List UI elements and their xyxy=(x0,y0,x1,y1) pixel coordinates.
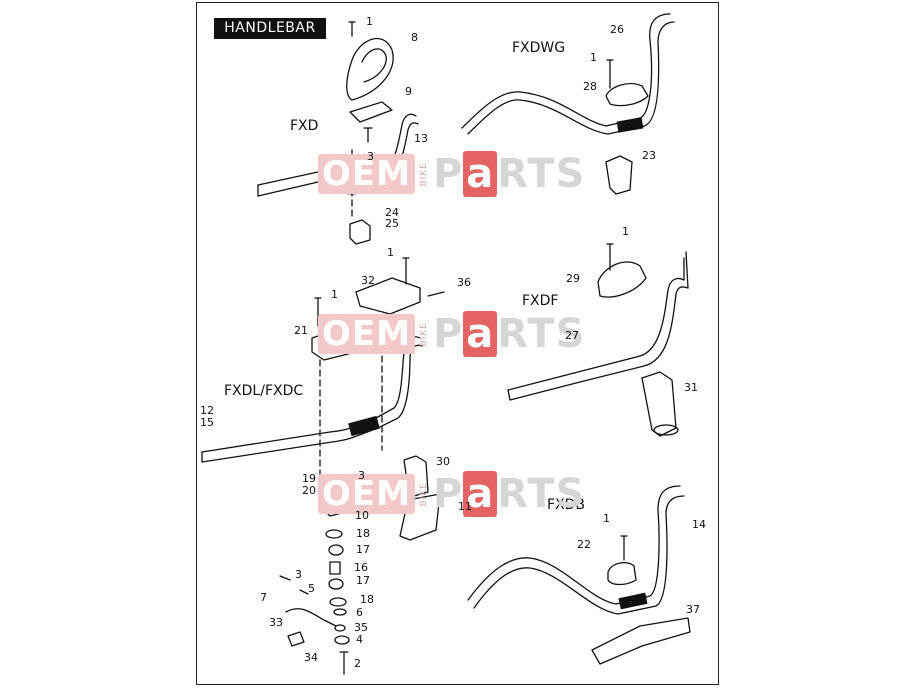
riser xyxy=(349,219,371,245)
knurl-mark xyxy=(348,415,380,437)
fxdwg-handlebar xyxy=(461,13,675,195)
callout: 1 xyxy=(387,246,394,259)
callout: 35 xyxy=(354,621,368,634)
watermark-p: P xyxy=(432,151,464,197)
callout: 34 xyxy=(304,651,318,664)
callout: 37 xyxy=(686,603,700,616)
page-title: HANDLEBAR xyxy=(214,18,326,39)
callout: 1 xyxy=(590,51,597,64)
watermark: OEM BIKE PaRTS xyxy=(318,471,586,517)
callout: 28 xyxy=(583,80,597,93)
watermark-p: P xyxy=(432,311,464,357)
callout: 7 xyxy=(260,591,267,604)
callout: 33 xyxy=(269,616,283,629)
callout: 3 xyxy=(358,469,365,482)
callout: 9 xyxy=(405,85,412,98)
diagram-frame xyxy=(196,2,719,685)
model-label-fxdwg: FXDWG xyxy=(512,40,566,56)
callout: 16 xyxy=(354,561,368,574)
top-clamp xyxy=(607,561,637,586)
top-clamp xyxy=(605,82,649,107)
watermark: OEM BIKE PaRTS xyxy=(318,311,586,357)
callout: 22 xyxy=(577,538,591,551)
callout: 4 xyxy=(356,633,363,646)
watermark-oem: OEM xyxy=(318,314,415,354)
callout: 3 xyxy=(367,150,374,163)
washer xyxy=(329,597,347,607)
callout: 11 xyxy=(458,500,472,513)
callout: 20 xyxy=(302,484,316,497)
callout: 2 xyxy=(354,657,361,670)
callout: 23 xyxy=(642,149,656,162)
watermark-bike: BIKE xyxy=(418,161,429,187)
callout: 31 xyxy=(684,381,698,394)
callout: 25 xyxy=(385,217,399,230)
watermark-bike: BIKE xyxy=(418,481,429,507)
callout: 10 xyxy=(355,509,369,522)
watermark-rts: RTS xyxy=(497,471,586,517)
callout: 19 xyxy=(302,472,316,485)
clamp-cover xyxy=(346,38,394,101)
callout: 1 xyxy=(366,15,373,28)
callout: 27 xyxy=(565,329,579,342)
callout: 17 xyxy=(356,543,370,556)
sleeve xyxy=(329,561,341,575)
watermark-rts: RTS xyxy=(497,151,586,197)
watermark-a: a xyxy=(463,311,498,357)
callout: 8 xyxy=(411,31,418,44)
fxdf-handlebar xyxy=(507,243,689,437)
callout: 1 xyxy=(622,225,629,238)
callout: 1 xyxy=(603,512,610,525)
callout: 14 xyxy=(692,518,706,531)
bolt xyxy=(348,21,356,37)
callout: 21 xyxy=(294,324,308,337)
riser xyxy=(641,371,677,437)
callout: 36 xyxy=(457,276,471,289)
watermark-a: a xyxy=(463,151,498,197)
bushing xyxy=(328,578,344,590)
model-label-fxdf: FXDF xyxy=(522,293,559,309)
top-clamp xyxy=(355,277,421,315)
watermark-oem: OEM xyxy=(318,474,415,514)
callout: 24 xyxy=(385,206,399,219)
callout: 18 xyxy=(360,593,374,606)
callout: 15 xyxy=(200,416,214,429)
callout: 17 xyxy=(356,574,370,587)
callout: 13 xyxy=(414,132,428,145)
callout: 29 xyxy=(566,272,580,285)
bolt xyxy=(339,651,349,675)
callout: 1 xyxy=(331,288,338,301)
callout: 30 xyxy=(436,455,450,468)
watermark-oem: OEM xyxy=(318,154,415,194)
watermark-rts: RTS xyxy=(497,311,586,357)
riser xyxy=(605,155,633,195)
nut xyxy=(334,635,350,645)
fxdb-handlebar xyxy=(467,485,691,665)
riser-clamp xyxy=(349,101,393,123)
knurl-mark xyxy=(616,117,644,133)
riser-assembly xyxy=(591,617,691,665)
callout: 5 xyxy=(308,582,315,595)
callout: 18 xyxy=(356,527,370,540)
callout: 3 xyxy=(295,568,302,581)
riser-cover xyxy=(399,493,441,541)
bushing xyxy=(328,544,344,556)
callout: 12 xyxy=(200,404,214,417)
model-label-fxdb: FXDB xyxy=(547,497,586,513)
watermark-bike: BIKE xyxy=(418,321,429,347)
watermark-p: P xyxy=(432,471,464,517)
knurl-mark xyxy=(618,592,648,610)
fxdl-fxdc-handlebar xyxy=(201,257,445,675)
watermark-a: a xyxy=(463,471,498,517)
callout: 26 xyxy=(610,23,624,36)
top-clamp xyxy=(597,261,647,298)
callout: 32 xyxy=(361,274,375,287)
callout: 6 xyxy=(356,606,363,619)
model-label-fxd: FXD xyxy=(290,118,319,134)
cable-bracket xyxy=(285,608,337,627)
watermark: OEM BIKE PaRTS xyxy=(318,151,586,197)
model-label-fxdl-fxdc: FXDL/FXDC xyxy=(224,383,304,399)
washer xyxy=(325,529,343,539)
